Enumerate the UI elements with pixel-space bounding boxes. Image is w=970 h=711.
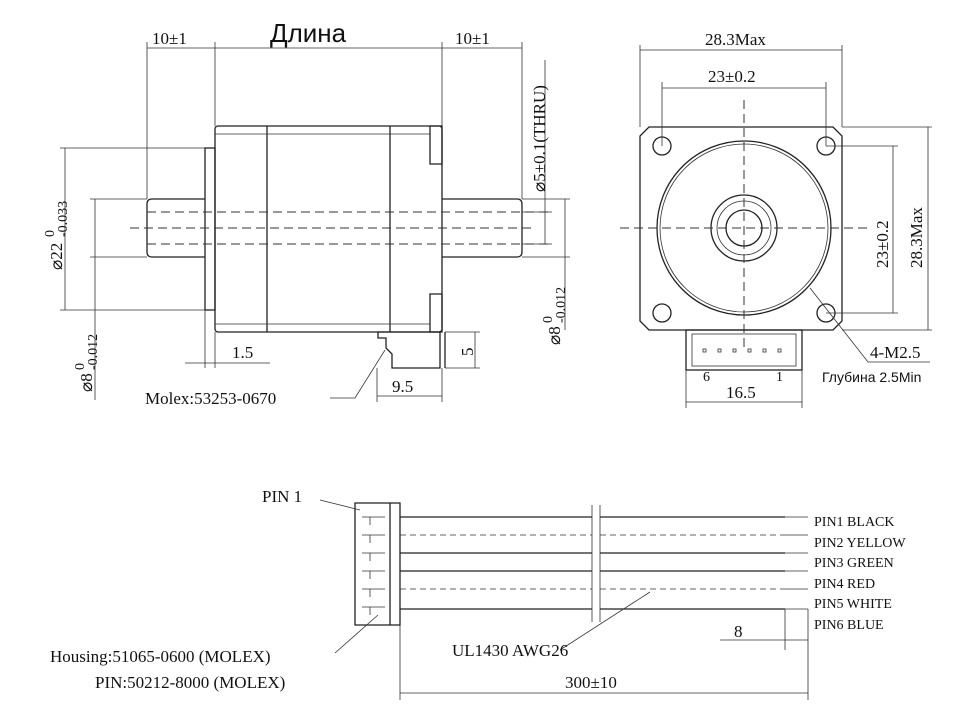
wires	[400, 516, 785, 610]
flange-diameter: ⌀22 0 -0.033	[43, 201, 71, 270]
pin-label-4: PIN4 RED	[814, 577, 875, 592]
tol-lower: -0.012	[554, 287, 569, 323]
pin-label-2: PIN2 YELLOW	[814, 536, 906, 551]
right-shaft-diameter: ⌀8 0 -0.012	[541, 287, 569, 345]
connector-part-label: Molex:53253-0670	[145, 389, 276, 408]
tol-lower: -0.033	[56, 201, 71, 237]
left-shaft-length: 10±1	[152, 29, 187, 48]
right-shaft-diameter-value: ⌀8	[545, 326, 564, 345]
end-cap-brackets	[429, 125, 443, 333]
side-view: 10±1 Длина 10±1 ⌀5±0.1(THRU) ⌀8 0 -0.012…	[43, 18, 570, 408]
tol-lower: -0.012	[86, 334, 101, 370]
flange-diameter-value: ⌀22	[47, 243, 66, 270]
height-max: 28.3Max	[907, 207, 926, 268]
connector-height: 5	[458, 348, 477, 357]
flange	[204, 147, 216, 311]
hole-spacing-vertical: 23±0.2	[873, 220, 892, 268]
pin-1-label: 1	[776, 370, 783, 385]
pin-label-5: PIN5 WHITE	[814, 597, 892, 612]
pin-6-label: 6	[703, 370, 710, 385]
thread-depth: Глубина 2.5Min	[822, 369, 921, 385]
right-shaft-length: 10±1	[455, 29, 490, 48]
front-connector	[685, 329, 803, 371]
front-view: 28.3Max 23±0.2 23±0.2 28.3Max 4-M2.5 Глу…	[620, 30, 932, 408]
pin-part: PIN:50212-8000 (MOLEX)	[95, 673, 285, 692]
pin-label-1: PIN1 BLACK	[814, 515, 895, 530]
housing-part: Housing:51065-0600 (MOLEX)	[50, 647, 271, 666]
tol-upper: 0	[43, 230, 58, 237]
side-connector	[377, 331, 441, 369]
tol-upper: 0	[73, 363, 88, 370]
strip-length: 8	[734, 622, 743, 641]
width-max: 28.3Max	[705, 30, 766, 49]
mounting-face	[639, 126, 843, 331]
pin1-marker: PIN 1	[262, 487, 302, 506]
flange-thickness: 1.5	[232, 343, 253, 362]
wire-spec: UL1430 AWG26	[452, 641, 568, 660]
connector-width-front: 16.5	[726, 383, 756, 402]
thread-spec: 4-M2.5	[870, 343, 921, 362]
left-shaft-diameter-value: ⌀8	[77, 373, 96, 392]
pin-label-3: PIN3 GREEN	[814, 556, 894, 571]
hole-spacing-horizontal: 23±0.2	[708, 67, 756, 86]
bore-diameter: ⌀5±0.1(THRU)	[530, 85, 549, 192]
length-title: Длина	[270, 18, 347, 48]
connector-width: 9.5	[392, 377, 413, 396]
left-shaft-diameter: ⌀8 0 -0.012	[73, 334, 101, 392]
cable-assembly: PIN1 BLACK PIN2 YELLOW PIN3 GREEN PIN4 R…	[50, 487, 906, 700]
cable-length: 300±10	[565, 673, 617, 692]
motor-body	[214, 125, 443, 333]
tol-upper: 0	[541, 316, 556, 323]
pin-label-6: PIN6 BLUE	[814, 618, 884, 633]
